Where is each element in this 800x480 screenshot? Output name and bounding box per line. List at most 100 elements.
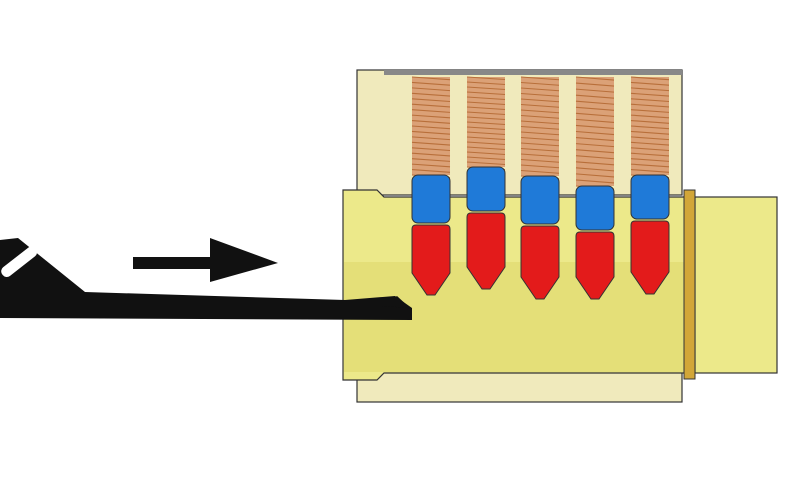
spring-coil — [575, 106, 615, 111]
spring-coil — [520, 109, 560, 114]
spring-coil — [520, 120, 560, 125]
spring-coil — [630, 141, 670, 146]
spring-coil — [575, 179, 615, 184]
key-pin — [520, 225, 560, 300]
spring-coil — [575, 143, 615, 148]
housing — [356, 69, 683, 403]
driver-pin — [520, 175, 560, 225]
spring-coil — [466, 126, 506, 131]
spring-coil — [575, 130, 615, 136]
spring-coil — [630, 158, 670, 162]
spring-coil — [575, 167, 615, 172]
spring-coil — [575, 76, 615, 81]
spring-coil — [520, 103, 560, 108]
spring-coil — [630, 169, 670, 173]
spring-coil — [466, 96, 506, 101]
spring-coil — [411, 87, 451, 92]
spring-coil — [630, 136, 670, 141]
spring-coil — [630, 98, 670, 103]
spring-coil — [411, 103, 451, 108]
spring-coil — [411, 141, 451, 146]
spring-coil — [411, 98, 451, 103]
spring-coil — [466, 141, 506, 146]
spring-coil — [520, 153, 560, 158]
spring-coil — [411, 152, 451, 157]
spring-coil — [411, 81, 451, 86]
spring-coil — [411, 114, 451, 119]
spring-coil — [520, 81, 560, 86]
insertion-arrow — [133, 238, 278, 282]
spring-coil — [520, 131, 560, 136]
spring-coil — [520, 76, 560, 81]
spring-coil — [575, 124, 615, 130]
spring-coil — [575, 94, 615, 99]
spring-coil — [630, 76, 670, 81]
spring-coil — [630, 163, 670, 168]
arrow-shaft — [133, 257, 228, 269]
spring-coil — [520, 158, 560, 163]
spring-coil — [520, 98, 560, 103]
pin-stack — [630, 76, 670, 295]
spring-coil — [411, 169, 451, 173]
key-pin — [466, 212, 506, 290]
key-tip-notch — [382, 296, 410, 308]
spring-coil — [520, 142, 560, 147]
driver-pin — [575, 185, 615, 231]
spring-coil — [575, 112, 615, 117]
spring-coil — [466, 121, 506, 126]
spring-coil — [520, 92, 560, 97]
spring-coil — [466, 146, 506, 151]
spring-coil — [575, 173, 615, 178]
housing-bottom — [356, 371, 683, 403]
spring-coil — [411, 120, 451, 124]
spring-coil — [630, 120, 670, 124]
spring-coil — [466, 91, 506, 96]
driver-pin — [411, 174, 451, 224]
spring-coil — [520, 114, 560, 119]
spring-coil — [575, 155, 615, 160]
spring-coil — [466, 86, 506, 91]
spring-coil — [520, 87, 560, 92]
spring-coil — [575, 100, 615, 105]
driver-pin — [466, 166, 506, 212]
spring-coil — [466, 101, 506, 106]
housing-top-strip — [384, 70, 682, 75]
spring-coil — [630, 87, 670, 92]
spring-coil — [411, 130, 451, 135]
spring-coil — [466, 161, 506, 166]
spring-coil — [630, 81, 670, 86]
spring-coil — [411, 136, 451, 141]
spring-coil — [466, 116, 506, 121]
arrow-head-icon — [210, 238, 278, 282]
spring-coil — [575, 88, 615, 93]
spring-coil — [575, 118, 615, 123]
spring-coil — [466, 111, 506, 116]
spring-coil — [630, 130, 670, 135]
spring-coil — [575, 137, 615, 142]
driver-pin — [630, 174, 670, 220]
key-pin — [575, 231, 615, 300]
spring-coil — [411, 92, 451, 97]
spring-coil — [630, 92, 670, 97]
spring-coil — [575, 161, 615, 166]
spring-coil — [466, 106, 506, 111]
key — [0, 238, 412, 320]
spring-coil — [520, 125, 560, 130]
spring-coil — [466, 156, 506, 161]
pin-stack — [520, 76, 560, 300]
spring-coil — [630, 152, 670, 157]
pin-stack — [411, 76, 451, 296]
spring-coil — [411, 158, 451, 162]
cam-ring — [683, 189, 696, 380]
pin-stack — [466, 76, 506, 290]
spring-coil — [466, 81, 506, 86]
key-bow-slot — [1, 246, 38, 278]
spring-coil — [630, 103, 670, 108]
spring-coil — [411, 125, 451, 130]
spring-coil — [630, 114, 670, 119]
pin-stack — [575, 76, 615, 300]
spring-coil — [630, 125, 670, 130]
pin-stacks — [411, 76, 670, 300]
housing-top — [356, 69, 683, 196]
